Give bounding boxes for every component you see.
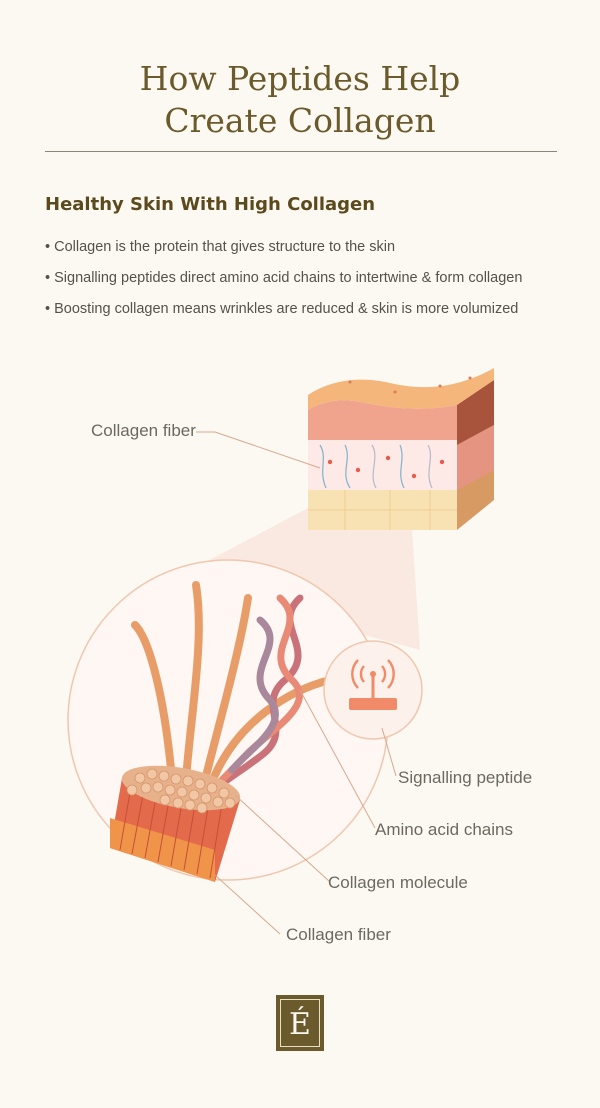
brand-logo: É: [276, 995, 324, 1051]
collagen-fiber-bundle: [110, 765, 241, 882]
logo-letter: É: [280, 999, 320, 1047]
leader-lines: [196, 431, 397, 935]
signalling-peptide-icon: [323, 640, 423, 740]
label-amino-acid-chains: Amino acid chains: [375, 820, 513, 839]
title-line-2: Create Collagen: [164, 101, 436, 140]
title-divider: [45, 151, 557, 152]
bullet-list: Collagen is the protein that gives struc…: [45, 236, 585, 329]
amino-acid-braid: [208, 594, 304, 794]
loose-fibers: [131, 581, 334, 784]
label-collagen-fiber-top: Collagen fiber: [91, 421, 196, 440]
skin-block-illustration: [308, 368, 494, 530]
page-title: How Peptides Help Create Collagen: [0, 58, 600, 142]
bullet-item: Boosting collagen means wrinkles are red…: [45, 298, 585, 329]
section-heading: Healthy Skin With High Collagen: [45, 194, 376, 215]
label-collagen-molecule: Collagen molecule: [328, 873, 468, 892]
label-collagen-fiber-bottom: Collagen fiber: [286, 925, 391, 944]
bullet-item: Collagen is the protein that gives struc…: [45, 236, 585, 267]
title-line-1: How Peptides Help: [139, 59, 461, 98]
label-signalling-peptide: Signalling peptide: [398, 768, 533, 787]
bullet-item: Signalling peptides direct amino acid ch…: [45, 267, 585, 298]
